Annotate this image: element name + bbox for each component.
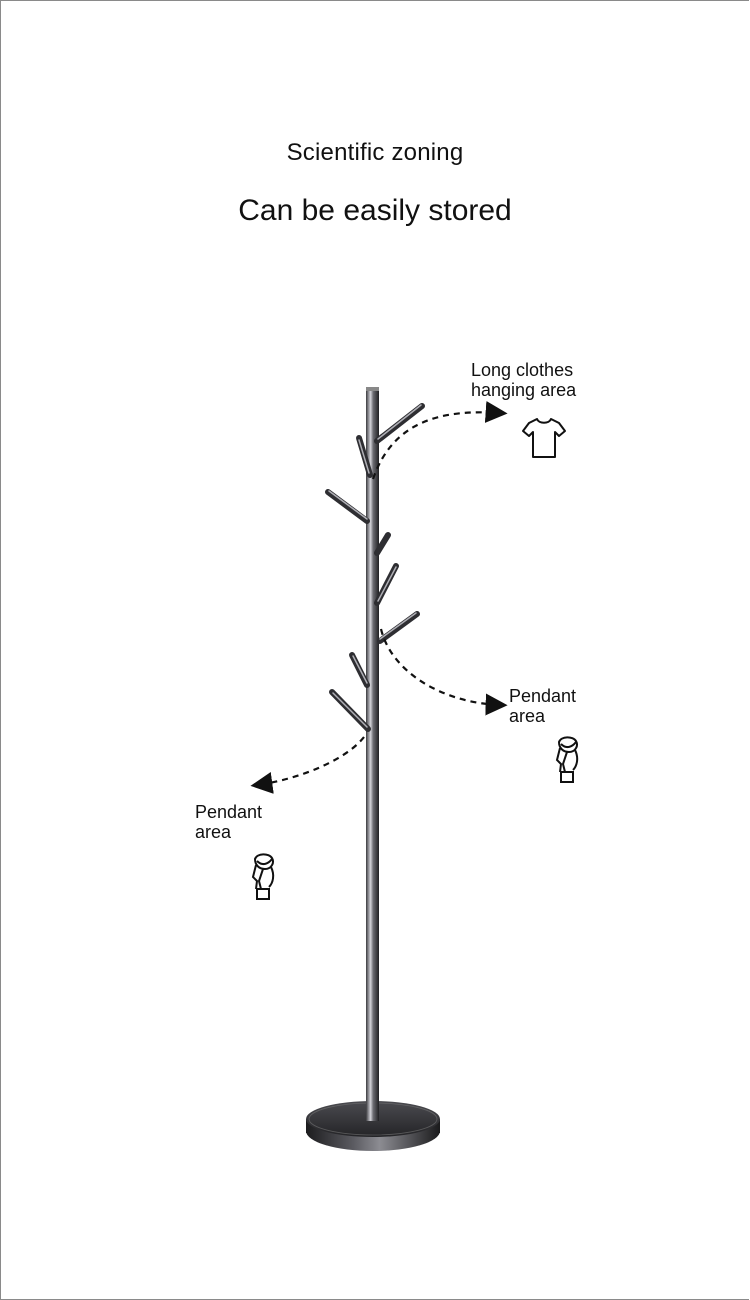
rack-hooks bbox=[325, 403, 425, 732]
section-title: Scientific zoning bbox=[286, 139, 464, 166]
rack-pole bbox=[366, 389, 379, 1121]
pendant-area-label-right: Pendant area bbox=[509, 686, 577, 726]
arrow-long-clothes bbox=[371, 401, 508, 480]
arrow-pendant-left bbox=[250, 736, 365, 794]
t-shirt-icon bbox=[522, 418, 566, 458]
zone-arrows bbox=[250, 401, 508, 794]
section-subtitle: Can be easily stored bbox=[238, 194, 512, 227]
pendant-area-label-left: Pendant area bbox=[195, 802, 263, 842]
scarf-icon bbox=[251, 853, 275, 900]
arrow-pendant-right bbox=[379, 628, 508, 716]
scarf-icon bbox=[555, 736, 579, 783]
long-clothes-label: Long clothes hanging area bbox=[471, 360, 577, 400]
